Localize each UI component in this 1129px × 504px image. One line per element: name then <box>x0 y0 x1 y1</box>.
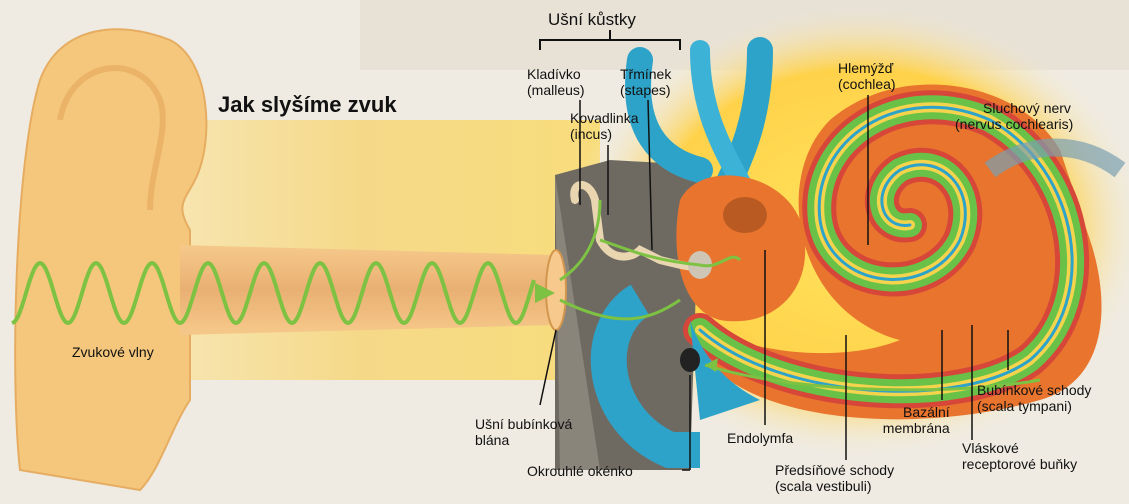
label-cochlea-line2: (cochlea) <box>838 76 896 92</box>
label-malleus-line1: Kladívko <box>527 66 585 82</box>
label-vestibuli: Předsíňové schody (scala vestibuli) <box>775 462 894 494</box>
label-nerve-line1: Sluchový nerv <box>955 100 1073 116</box>
label-malleus-line2: (malleus) <box>527 82 585 98</box>
label-eardrum-line1: Ušní bubínková <box>475 416 572 432</box>
vestibule-shadow <box>723 197 767 233</box>
ossicles-group-label: Ušní kůstky <box>548 10 636 30</box>
label-stapes: Třmínek (stapes) <box>620 66 671 98</box>
outer-ear <box>15 29 206 490</box>
label-hair-cells: Vláskové receptorové buňky <box>962 440 1077 472</box>
label-hair-cells-line2: receptorové buňky <box>962 456 1077 472</box>
label-eardrum: Ušní bubínková blána <box>475 416 572 448</box>
label-stapes-line1: Třmínek <box>620 66 671 82</box>
label-tympani-line1: Bubínkové schody <box>977 382 1091 398</box>
label-incus: Kovadlinka (incus) <box>570 110 639 142</box>
label-vestibuli-line1: Předsíňové schody <box>775 462 894 478</box>
label-eardrum-line2: blána <box>475 432 572 448</box>
label-cochlea-line1: Hlemýžď <box>838 60 896 76</box>
label-nerve: Sluchový nerv (nervus cochlearis) <box>955 100 1073 132</box>
label-tympani: Bubínkové schody (scala tympani) <box>977 382 1091 414</box>
label-round-window: Okrouhlé okénko <box>527 463 633 479</box>
label-incus-line2: (incus) <box>570 126 639 142</box>
label-sound-waves: Zvukové vlny <box>72 344 154 360</box>
label-cochlea: Hlemýžď (cochlea) <box>838 60 896 92</box>
label-basilar-line2: membrána <box>878 420 950 436</box>
label-basilar: Bazální membrána <box>878 404 950 436</box>
label-stapes-line2: (stapes) <box>620 82 671 98</box>
diagram-title: Jak slyšíme zvuk <box>218 92 397 118</box>
label-vestibuli-line2: (scala vestibuli) <box>775 478 894 494</box>
label-nerve-line2: (nervus cochlearis) <box>955 116 1073 132</box>
label-tympani-line2: (scala tympani) <box>977 398 1091 414</box>
label-hair-cells-line1: Vláskové <box>962 440 1077 456</box>
label-malleus: Kladívko (malleus) <box>527 66 585 98</box>
label-endolymph: Endolymfa <box>727 430 793 446</box>
label-basilar-line1: Bazální <box>878 404 950 420</box>
label-incus-line1: Kovadlinka <box>570 110 639 126</box>
round-window <box>680 348 700 372</box>
